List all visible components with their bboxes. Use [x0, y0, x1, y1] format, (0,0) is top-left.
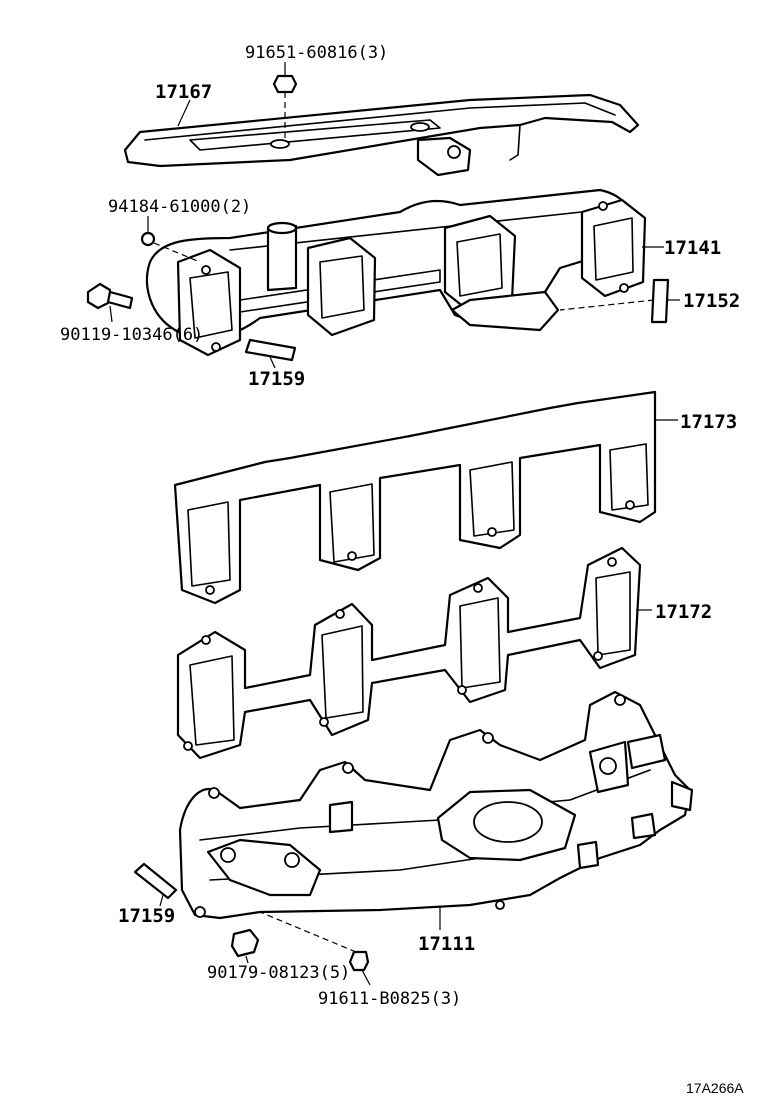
part-label-17111: 17111 [418, 933, 475, 955]
leader-lines [109, 62, 680, 986]
part-label-17159-upper: 17159 [248, 368, 305, 390]
stud-17152 [559, 278, 670, 324]
part-label-17167: 17167 [155, 81, 212, 103]
part-label-17152: 17152 [683, 290, 740, 312]
part-label-17141: 17141 [664, 237, 721, 259]
part-label-94184-61000: 94184-61000(2) [108, 197, 251, 217]
diagram-reference-code: 17A266A [686, 1080, 744, 1096]
part-labels: 91651-60816(3) 17167 94184-61000(2) 1714… [60, 43, 744, 1096]
bolt-90119-10346 [86, 282, 134, 310]
part-label-17159-lower: 17159 [118, 905, 175, 927]
part-label-17173: 17173 [680, 411, 737, 433]
part-label-17172: 17172 [655, 601, 712, 623]
gasket-17173 [173, 390, 657, 605]
nut-91651-60816 [272, 74, 298, 140]
nut-90179-08123 [230, 928, 260, 958]
part-label-90179-08123: 90179-08123(5) [207, 963, 350, 983]
part-label-91611-B0825: 91611-B0825(3) [318, 989, 461, 1009]
heat-insulator-17167 [123, 93, 640, 177]
gasket-17172 [176, 546, 642, 760]
stud-17159-lower [133, 862, 178, 900]
part-label-90119-10346: 90119-10346(6) [60, 325, 203, 345]
nut-91611-B0825 [259, 911, 370, 972]
part-label-91651-60816: 91651-60816(3) [245, 43, 388, 63]
exhaust-manifold-17141 [146, 188, 647, 357]
stud-17159-upper [244, 338, 297, 362]
exhaust-manifold-17111 [178, 690, 694, 920]
